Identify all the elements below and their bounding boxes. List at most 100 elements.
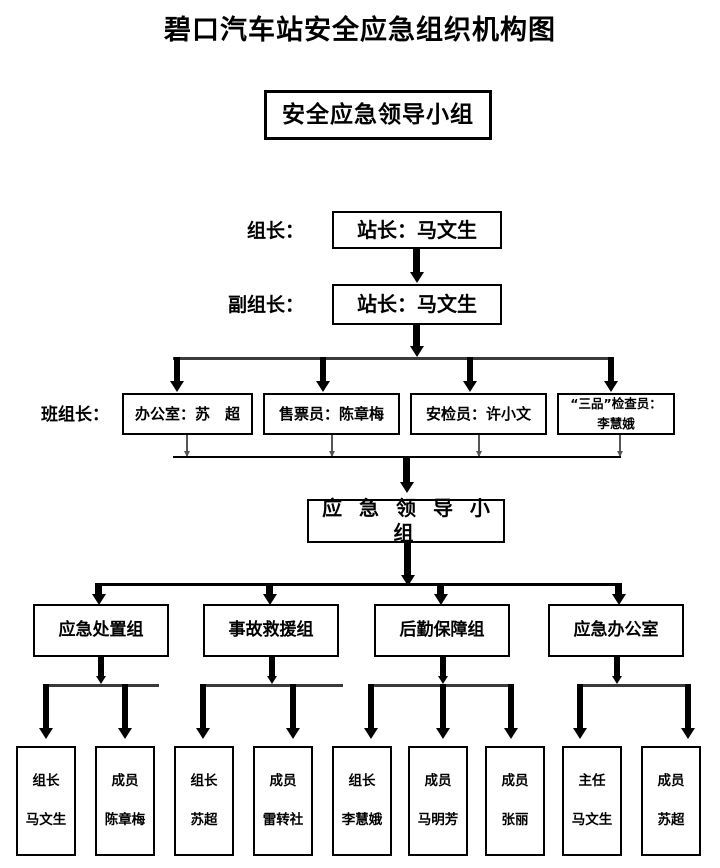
bus-group4-children xyxy=(577,684,691,687)
box-shift-ticket-clerk: 售票员：陈章梅 xyxy=(263,393,400,435)
box-person-8: 主任 马文生 xyxy=(562,746,622,856)
box-label: 站长：马文生 xyxy=(357,292,477,316)
arrowhead-group2-down xyxy=(267,676,277,684)
box-person-4: 成员 雷转社 xyxy=(253,746,313,856)
box-label: 应急处置组 xyxy=(58,619,144,640)
connector-group1-child2 xyxy=(122,684,128,730)
connector-shift-out-2 xyxy=(331,435,333,457)
arrowhead-group4-down xyxy=(612,676,622,684)
person-name: 马明芳 xyxy=(417,812,459,828)
box-person-5: 组长 李慧娥 xyxy=(332,746,392,856)
page-title: 碧口汽车站安全应急组织机构图 xyxy=(164,15,556,46)
connector-emergency-down xyxy=(404,543,411,577)
box-label-line1: “三品”检查员： xyxy=(570,395,662,411)
box-label: 站长：马文生 xyxy=(357,217,477,242)
connector-leader-to-deputy xyxy=(413,249,420,274)
connector-group-1 xyxy=(95,583,102,598)
box-group-logistics-support: 后勤保障组 xyxy=(374,604,510,657)
person-role: 成员 xyxy=(269,773,297,790)
connector-shift-out-1 xyxy=(186,435,188,457)
arrowhead-group2-child2 xyxy=(286,728,300,739)
arrowhead-group4-child2 xyxy=(681,728,695,739)
box-label: 办公室：苏 超 xyxy=(134,404,240,423)
person-role: 成员 xyxy=(657,773,685,790)
arrowhead-shift-out-4 xyxy=(616,451,623,457)
person-name: 马文生 xyxy=(571,812,613,828)
box-shift-office: 办公室：苏 超 xyxy=(122,393,253,435)
arrowhead-shift-out-2 xyxy=(328,451,335,457)
arrowhead-emergency-down xyxy=(400,575,415,586)
person-role: 组长 xyxy=(32,773,60,790)
connector-group4-child2 xyxy=(685,684,691,730)
bus-group1-children xyxy=(43,684,159,687)
arrowhead-group3-child3 xyxy=(504,728,518,739)
arrowhead-group3-child2 xyxy=(436,728,450,739)
connector-group1-child1 xyxy=(43,684,49,730)
connector-group1-down xyxy=(98,657,104,679)
person-role: 成员 xyxy=(501,773,529,790)
arrowhead-group-3 xyxy=(433,594,448,605)
arrowhead-group-1 xyxy=(91,594,106,605)
arrowhead-group1-down xyxy=(96,676,106,684)
box-label: 售票员：陈章梅 xyxy=(278,404,384,423)
connector-group-3 xyxy=(437,583,444,598)
box-shift-security-inspector: 安检员：许小文 xyxy=(410,393,547,435)
box-group-emergency-response: 应急处置组 xyxy=(33,604,169,657)
arrowhead-leader-to-deputy xyxy=(409,272,424,283)
box-label: 后勤保障组 xyxy=(399,619,485,640)
connector-group3-child1 xyxy=(368,684,374,730)
arrowhead-group-2 xyxy=(262,594,277,605)
box-label-line2: 李慧娥 xyxy=(597,416,635,431)
connector-group2-child1 xyxy=(200,684,206,730)
arrowhead-group3-child1 xyxy=(364,728,378,739)
box-deputy-leader: 站长：马文生 xyxy=(332,284,502,325)
person-name: 苏超 xyxy=(657,812,685,828)
arrowhead-group2-child1 xyxy=(196,728,210,739)
connector-to-emergency-group xyxy=(403,457,410,485)
person-name: 陈章梅 xyxy=(104,812,146,828)
connector-shift-out-4 xyxy=(619,435,621,457)
connector-shift-3 xyxy=(467,357,473,383)
bus-group2-children xyxy=(200,684,343,687)
connector-shift-2 xyxy=(320,357,326,383)
person-name: 马文生 xyxy=(25,812,67,828)
box-emergency-leading-group: 应 急 领 导 小 组 xyxy=(307,496,505,545)
box-person-6: 成员 马明芳 xyxy=(408,746,468,856)
person-role: 组长 xyxy=(190,773,218,790)
box-label: 事故救援组 xyxy=(228,619,314,640)
person-name: 雷转社 xyxy=(262,812,304,828)
arrowhead-shift-4 xyxy=(604,381,618,392)
bus-shift-collector xyxy=(173,456,621,458)
connector-group-2 xyxy=(266,583,273,598)
connector-shift-4 xyxy=(608,357,614,383)
person-role: 成员 xyxy=(111,773,139,790)
box-person-1: 组长 马文生 xyxy=(16,746,76,856)
box-label: 应 急 领 导 小 组 xyxy=(322,496,495,545)
arrowhead-group-4 xyxy=(611,594,626,605)
arrowhead-group1-child1 xyxy=(39,728,53,739)
arrowhead-shift-out-3 xyxy=(475,451,482,457)
bus-groups xyxy=(95,583,622,586)
person-name: 张丽 xyxy=(501,812,529,828)
person-role: 组长 xyxy=(348,773,376,790)
box-person-9: 成员 苏超 xyxy=(641,746,701,856)
person-name: 李慧娥 xyxy=(341,812,383,828)
box-shift-sanpin-inspector: “三品”检查员： 李慧娥 xyxy=(557,393,675,435)
arrowhead-shift-1 xyxy=(170,381,184,392)
box-group-emergency-office: 应急办公室 xyxy=(548,604,684,657)
box-person-2: 成员 陈章梅 xyxy=(95,746,155,856)
connector-shift-out-3 xyxy=(478,435,480,457)
person-role: 成员 xyxy=(424,773,452,790)
arrowhead-shift-out-1 xyxy=(183,451,190,457)
arrowhead-group3-down xyxy=(438,676,448,684)
connector-deputy-down xyxy=(413,325,420,348)
arrowhead-shift-2 xyxy=(316,381,330,392)
connector-group3-child2 xyxy=(440,684,446,730)
label-shift-leader-role: 班组长： xyxy=(41,405,109,425)
box-person-3: 组长 苏超 xyxy=(174,746,234,856)
connector-group4-child1 xyxy=(577,684,583,730)
connector-group3-child3 xyxy=(508,684,514,730)
connector-group3-down xyxy=(440,657,446,679)
connector-group-4 xyxy=(615,583,622,598)
